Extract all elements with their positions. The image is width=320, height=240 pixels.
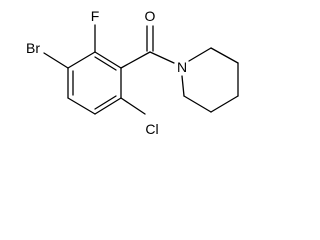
chemical-structure-diagram: O F Br N Cl bbox=[26, 8, 239, 137]
piperidine-bond-lower-left bbox=[183, 95, 212, 113]
ring-bond-c4-c5 bbox=[67, 97, 96, 115]
ring-bond-c1-c2 bbox=[94, 51, 122, 69]
bromine-atom-label: Br bbox=[26, 40, 40, 56]
piperidine-bond-lower-right bbox=[210, 95, 239, 113]
bond-ring-to-chlorine bbox=[120, 97, 146, 115]
bond-carbonyl-to-nitrogen bbox=[149, 51, 175, 64]
piperidine-ring bbox=[181, 47, 239, 113]
ring-inner-double-bond-c5-c6 bbox=[94, 95, 117, 110]
bond-ring-to-bromine bbox=[43, 52, 69, 69]
fluorine-atom-label: F bbox=[91, 8, 100, 24]
oxygen-atom-label: O bbox=[145, 8, 156, 24]
piperidine-bond-upper-right bbox=[210, 47, 239, 64]
carbonyl-group bbox=[120, 25, 175, 69]
atom-labels: O F Br N Cl bbox=[26, 8, 187, 137]
ring-bond-c5-c6 bbox=[94, 97, 122, 115]
nitrogen-atom-label: N bbox=[177, 59, 187, 75]
piperidine-bond-c-n-lower bbox=[181, 75, 185, 97]
piperidine-bond-n-c-upper bbox=[188, 47, 212, 62]
ring-bond-c2-c3 bbox=[67, 51, 96, 69]
substituent-bonds bbox=[43, 24, 146, 115]
benzene-ring bbox=[67, 51, 122, 115]
bond-ring-to-carbonyl bbox=[120, 51, 151, 69]
ring-inner-double-bond-c1-c2 bbox=[94, 56, 117, 71]
chlorine-atom-label: Cl bbox=[145, 121, 158, 137]
